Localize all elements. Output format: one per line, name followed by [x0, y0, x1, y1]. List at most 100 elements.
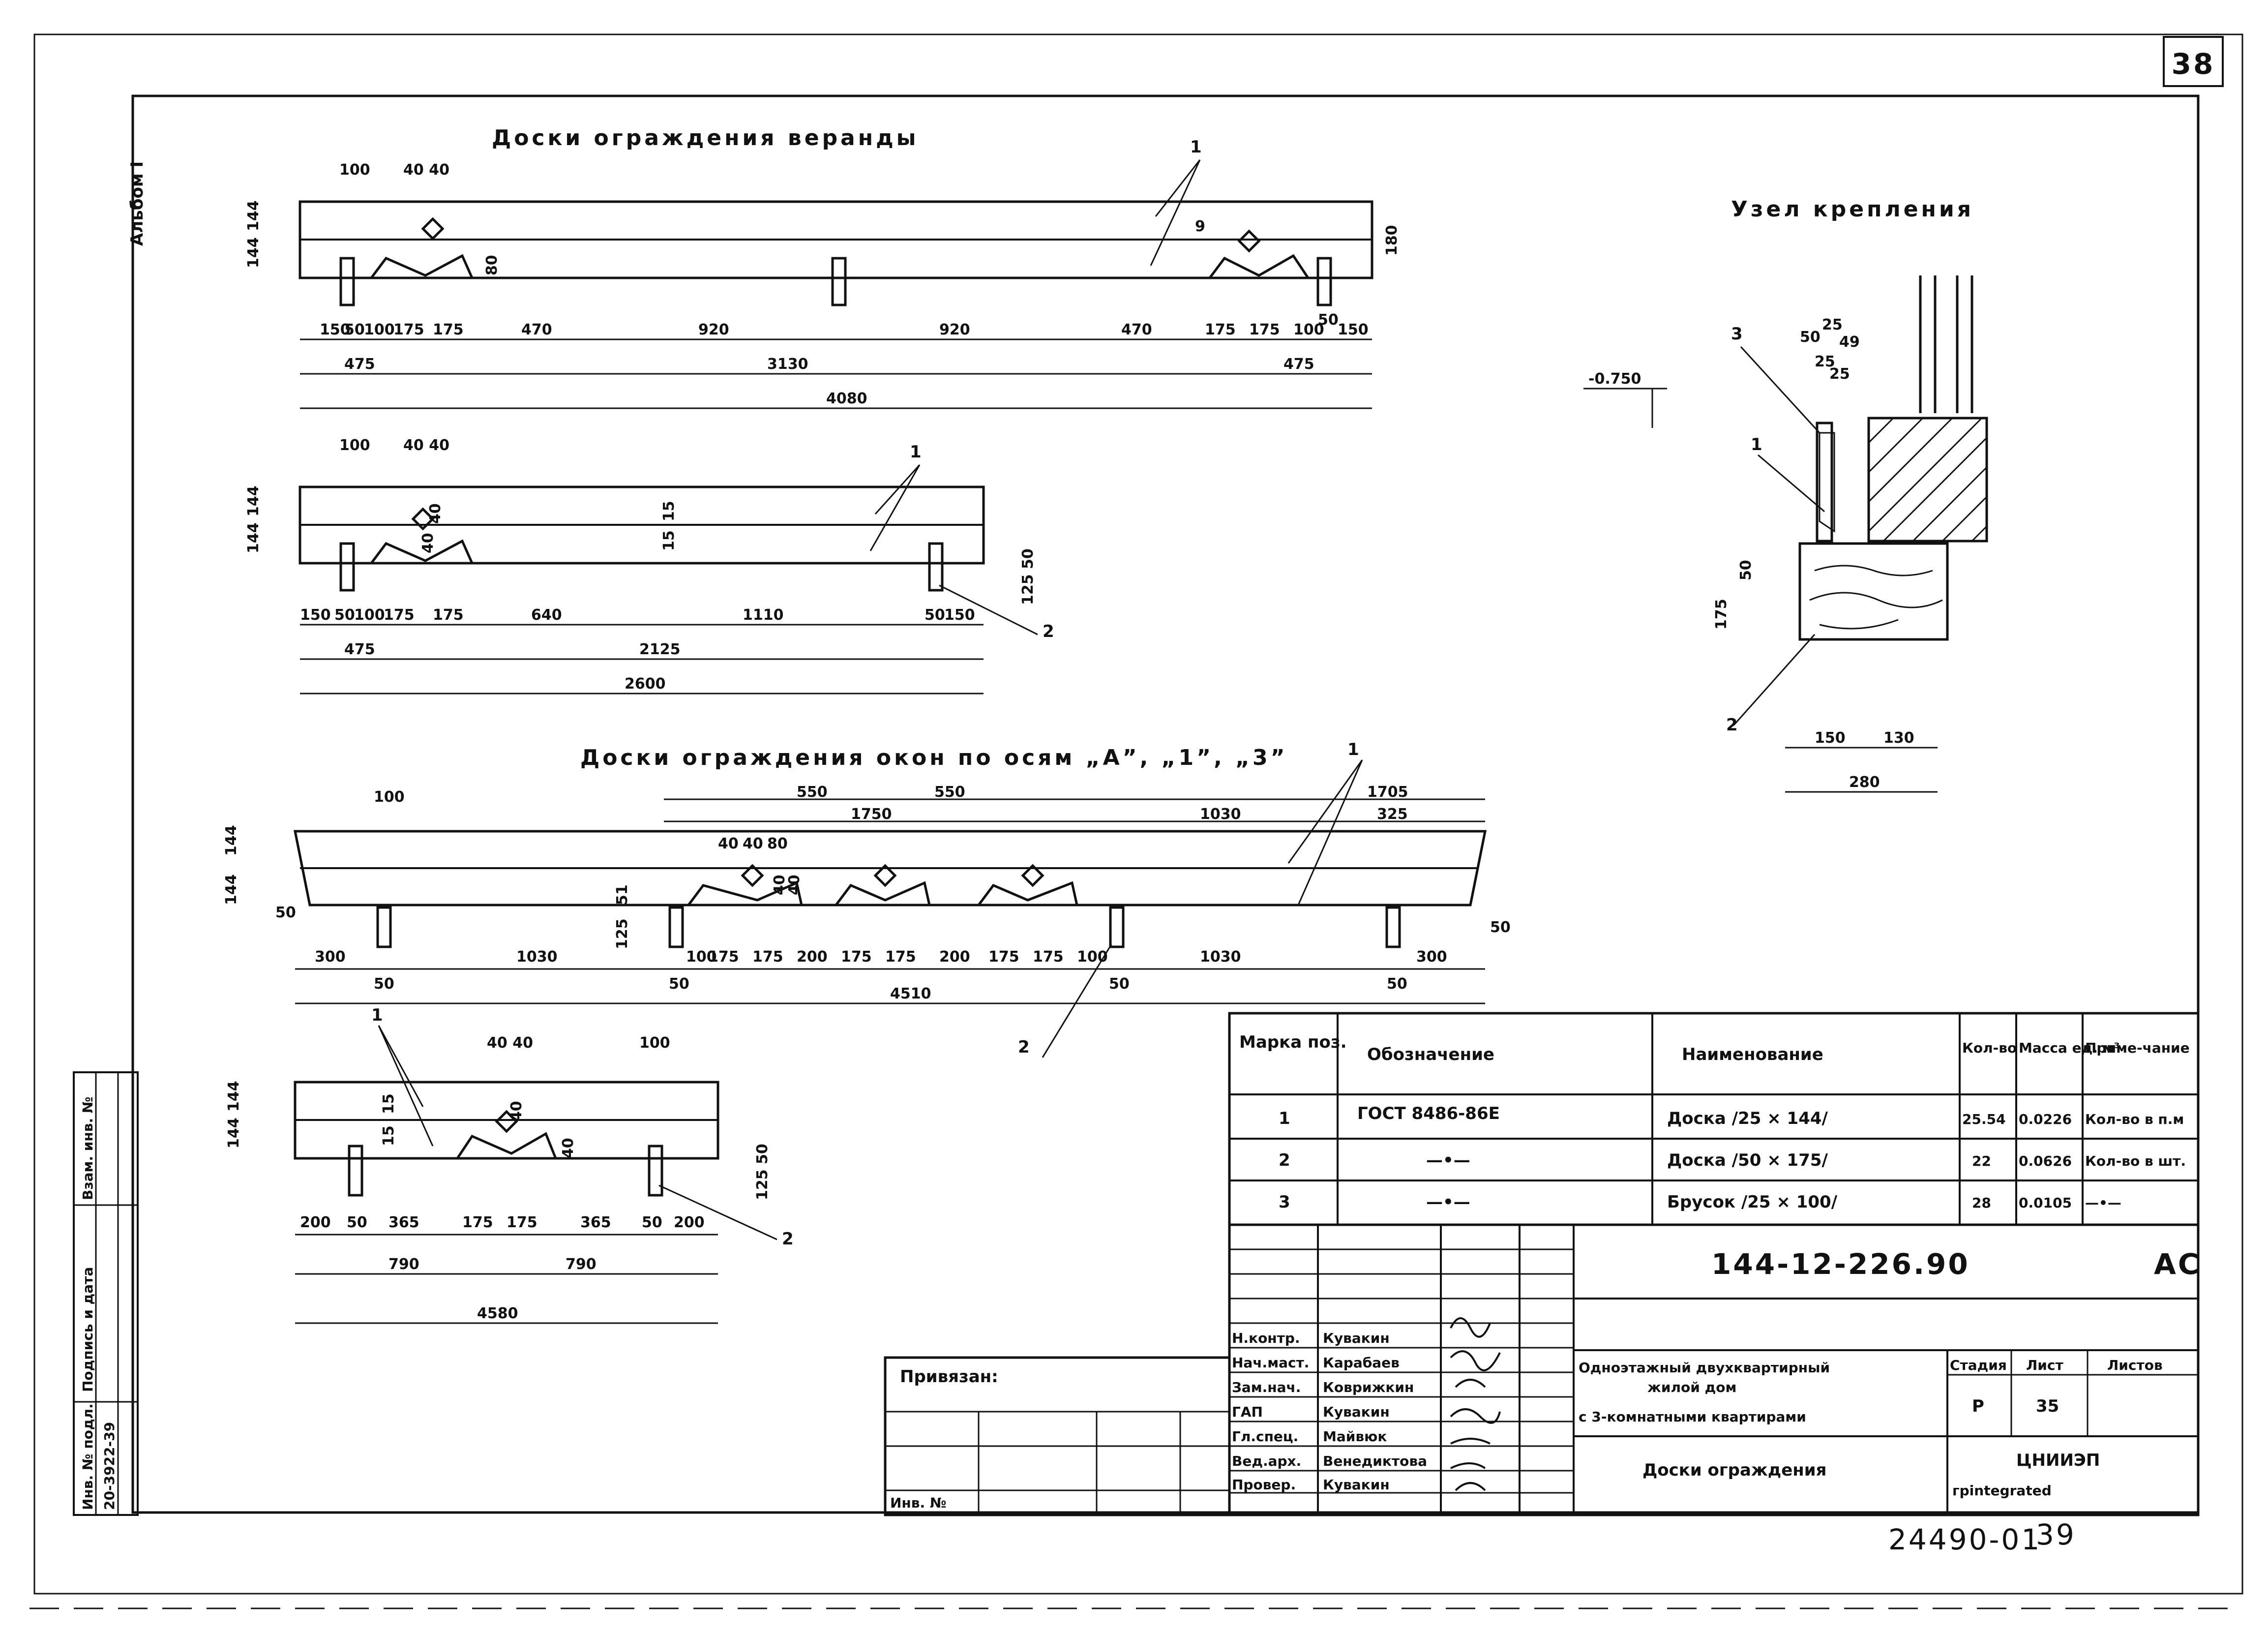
dimension-label: 50	[344, 321, 365, 338]
dimension-label: 80	[767, 835, 788, 852]
dims-node: 25 50 49 25 25 -0.750 50 175 150 130 280	[1583, 316, 1938, 793]
dimension-label: 50	[1800, 329, 1820, 346]
callout-2-d2: 2	[1043, 622, 1054, 641]
spec-table: Марка поз. Обозначение Наименование Кол-…	[1228, 1012, 2200, 1226]
dimension-label: 200	[674, 1214, 705, 1231]
title-block: 144-12-226.90 АС Одноэтажный двухквартир…	[1228, 1223, 2201, 1516]
spec-row-3-mass: 0.0105	[2019, 1195, 2072, 1211]
inv-orig-value: 20-3922-39	[101, 1422, 118, 1510]
dimension-label: 40	[743, 835, 763, 852]
dimension-label: 175	[1205, 321, 1236, 338]
dimension-label: 640	[531, 606, 562, 624]
dimension-label: 150	[320, 321, 351, 338]
dimension-label: 40 40	[403, 437, 449, 454]
stamp-name-6: Венедиктова	[1323, 1453, 1427, 1469]
dimension-label: 144	[245, 200, 262, 231]
dims-veranda-short: 150 50 100 175 175 640 1110 50 150 475 2…	[245, 437, 1037, 695]
sheet-number: 38	[2172, 47, 2215, 81]
stamp-format: АС	[2154, 1247, 2201, 1281]
dimension-label: 325	[1377, 806, 1408, 823]
dimension-label: 100	[374, 788, 405, 806]
callout-3-node: 3	[1731, 324, 1743, 344]
dimension-label: 144	[223, 825, 240, 856]
dimension-label: 280	[1849, 774, 1880, 791]
dimension-label: 300	[1416, 948, 1447, 966]
dimension-label: 100	[339, 437, 370, 454]
dimension-label: 50	[1318, 311, 1339, 329]
spec-row-1-name: Доска /25 × 144/	[1667, 1109, 1828, 1128]
stamp-stage: Р	[1972, 1396, 1984, 1416]
title-node: Узел крепления	[1731, 197, 1974, 222]
dimension-label: 100	[639, 1034, 670, 1052]
dimension-label: 100	[354, 606, 385, 624]
dimension-label: 475	[1283, 356, 1314, 373]
dimension-label: 15	[380, 1125, 397, 1146]
dimension-label: 175	[752, 948, 783, 966]
stamp-name-1: Кувакин	[1323, 1330, 1390, 1346]
stamp-project-line-3: с 3-комнатными квартирами	[1579, 1409, 1806, 1425]
dimension-label: 40 40	[487, 1034, 533, 1052]
spec-row-2-mass: 0.0626	[2019, 1153, 2072, 1169]
dimension-label: 15	[380, 1093, 397, 1114]
sign-date-label: Подпись и дата	[80, 1267, 96, 1392]
dimension-label: 790	[388, 1256, 419, 1273]
spec-row-2-note: Кол-во в шт.	[2085, 1153, 2186, 1169]
dimension-label: 50	[334, 606, 355, 624]
title-veranda: Доски ограждения веранды	[492, 125, 919, 151]
dimension-label: 175	[462, 1214, 493, 1231]
dimension-label: 175	[433, 606, 464, 624]
board-window-short	[294, 1081, 719, 1197]
dimension-label: 25	[1829, 365, 1850, 383]
stamp-org-2: грintegrated	[1952, 1482, 2052, 1499]
dimension-label: 100	[1077, 948, 1108, 966]
dimension-label: 100	[364, 321, 395, 338]
dimension-label: 40 40	[403, 161, 449, 179]
stamp-name-3: Коврижкин	[1323, 1379, 1414, 1395]
callout-1-node: 1	[1751, 435, 1762, 454]
callout-1-d3: 1	[1347, 740, 1359, 759]
stamp-sheet-no: 35	[2036, 1396, 2059, 1416]
dimension-label: 175	[507, 1214, 537, 1231]
dimension-label: 40	[560, 1138, 577, 1158]
left-strip	[73, 1071, 139, 1516]
dimension-label: 1705	[1367, 784, 1408, 801]
dimension-label: 175	[841, 948, 872, 966]
dimension-label: 50	[1109, 975, 1130, 993]
callout-2-node: 2	[1726, 715, 1738, 735]
spec-row-3-name: Брусок /25 × 100/	[1667, 1192, 1838, 1212]
spec-row-3-mark: 3	[1279, 1192, 1290, 1212]
dimension-label: 144	[245, 485, 262, 516]
callout-2-d4: 2	[782, 1229, 794, 1249]
dimension-label: 175	[1033, 948, 1064, 966]
inner-frame	[131, 94, 2200, 1514]
stamp-name-7: Кувакин	[1323, 1477, 1390, 1493]
dimension-label: 3130	[767, 356, 808, 373]
stamp-name-2: Карабаев	[1323, 1355, 1400, 1371]
dimension-label: 40	[419, 533, 437, 553]
spec-row-3-qty: 28	[1972, 1195, 1991, 1211]
stamp-stage-label: Стадия	[1950, 1357, 2007, 1373]
stamp-role-4: ГАП	[1232, 1404, 1263, 1420]
stamp-org-1: ЦНИИЭП	[2016, 1451, 2100, 1470]
dimension-label: 40	[427, 503, 444, 524]
dimension-label: 4580	[477, 1305, 518, 1322]
dimension-label: 200	[939, 948, 970, 966]
dimension-label: 49	[1839, 333, 1860, 351]
dimension-label: 300	[315, 948, 346, 966]
spec-row-3-designation: —•—	[1426, 1192, 1470, 1212]
dimension-label: 1110	[743, 606, 784, 624]
dimension-label: 50	[669, 975, 689, 993]
attached-label: Привязан:	[900, 1367, 998, 1387]
footer-code: 24490-01	[1888, 1523, 2041, 1556]
spec-header-mass: Масса ед. м³	[2019, 1040, 2120, 1056]
dimension-label: 50	[1737, 560, 1755, 580]
spec-header-qty: Кол-во	[1962, 1040, 2017, 1056]
dimension-label: 9	[1195, 218, 1205, 235]
dimension-label: 2125	[639, 641, 681, 658]
stamp-role-1: Н.контр.	[1232, 1330, 1300, 1346]
dimension-label: 1030	[1200, 948, 1241, 966]
dimension-label: 125 50	[1019, 548, 1037, 605]
dimension-label: 200	[300, 1214, 331, 1231]
dimension-label: 4510	[890, 985, 931, 1002]
